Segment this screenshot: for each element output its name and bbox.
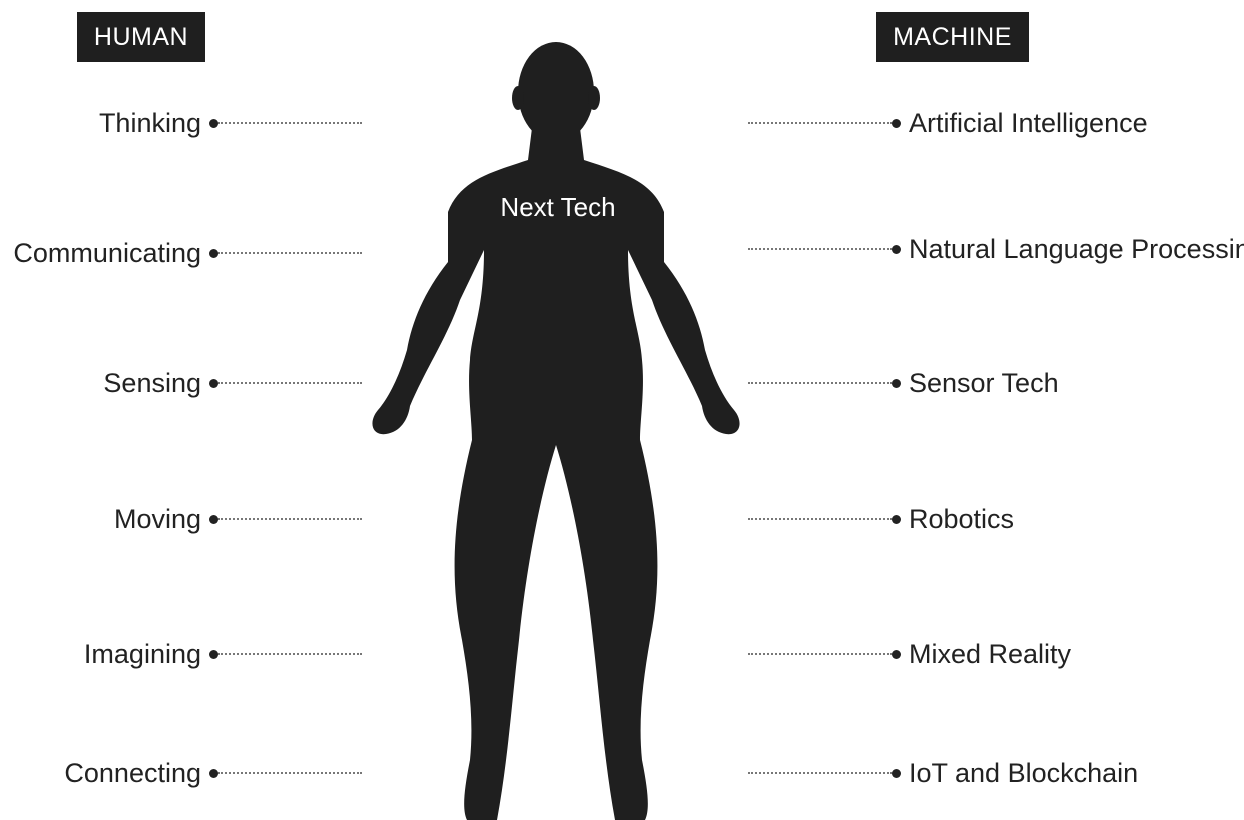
human-item-label: Sensing <box>103 367 201 398</box>
machine-item-sensor-tech: Sensor Tech <box>748 363 1244 403</box>
connector-line <box>748 382 892 384</box>
connector-dot <box>892 378 901 388</box>
connector-dot <box>892 514 901 524</box>
machine-item-label: Sensor Tech <box>909 367 1059 398</box>
human-item-label: Communicating <box>13 237 201 268</box>
connector-dot <box>209 248 218 258</box>
machine-item-label: Natural Language Processing <box>909 233 1244 264</box>
machine-item-label: Artificial Intelligence <box>909 107 1148 138</box>
connector-line <box>748 653 892 655</box>
connector-line <box>218 122 362 124</box>
machine-heading: MACHINE <box>876 12 1029 62</box>
machine-item-label: Robotics <box>909 503 1015 534</box>
connector-line <box>748 122 892 124</box>
connector-dot <box>892 118 901 128</box>
connector-line <box>748 248 892 250</box>
connector-dot <box>209 649 218 659</box>
center-label: Next Tech <box>500 192 616 222</box>
human-item-label: Thinking <box>98 107 201 138</box>
human-item-imagining: Imagining <box>0 634 362 674</box>
human-heading: HUMAN <box>77 12 205 62</box>
connector-line <box>218 382 362 384</box>
machine-item-robotics: Robotics <box>748 499 1244 539</box>
human-silhouette <box>372 42 740 820</box>
machine-item-iot-blockchain: IoT and Blockchain <box>748 753 1244 793</box>
human-item-label: Moving <box>113 503 201 534</box>
connector-line <box>218 518 362 520</box>
machine-item-ai: Artificial Intelligence <box>748 103 1244 143</box>
connector-line <box>218 252 362 254</box>
connector-dot <box>209 514 218 524</box>
connector-line <box>748 518 892 520</box>
connector-dot <box>892 768 901 778</box>
connector-line <box>218 772 362 774</box>
connector-line <box>748 772 892 774</box>
machine-item-label: IoT and Blockchain <box>909 757 1139 788</box>
human-item-communicating: Communicating <box>0 233 362 273</box>
machine-item-nlp: Natural Language Processing <box>748 229 1244 269</box>
human-item-sensing: Sensing <box>0 363 362 403</box>
connector-dot <box>892 244 901 254</box>
connector-dot <box>209 118 218 128</box>
human-item-connecting: Connecting <box>0 753 362 793</box>
connector-line <box>218 653 362 655</box>
human-item-moving: Moving <box>0 499 362 539</box>
connector-dot <box>209 768 218 778</box>
connector-dot <box>209 378 218 388</box>
human-item-label: Connecting <box>64 757 201 788</box>
human-item-thinking: Thinking <box>0 103 362 143</box>
machine-item-mixed-reality: Mixed Reality <box>748 634 1244 674</box>
connector-dot <box>892 649 901 659</box>
human-item-label: Imagining <box>83 638 201 669</box>
machine-item-label: Mixed Reality <box>909 638 1072 669</box>
